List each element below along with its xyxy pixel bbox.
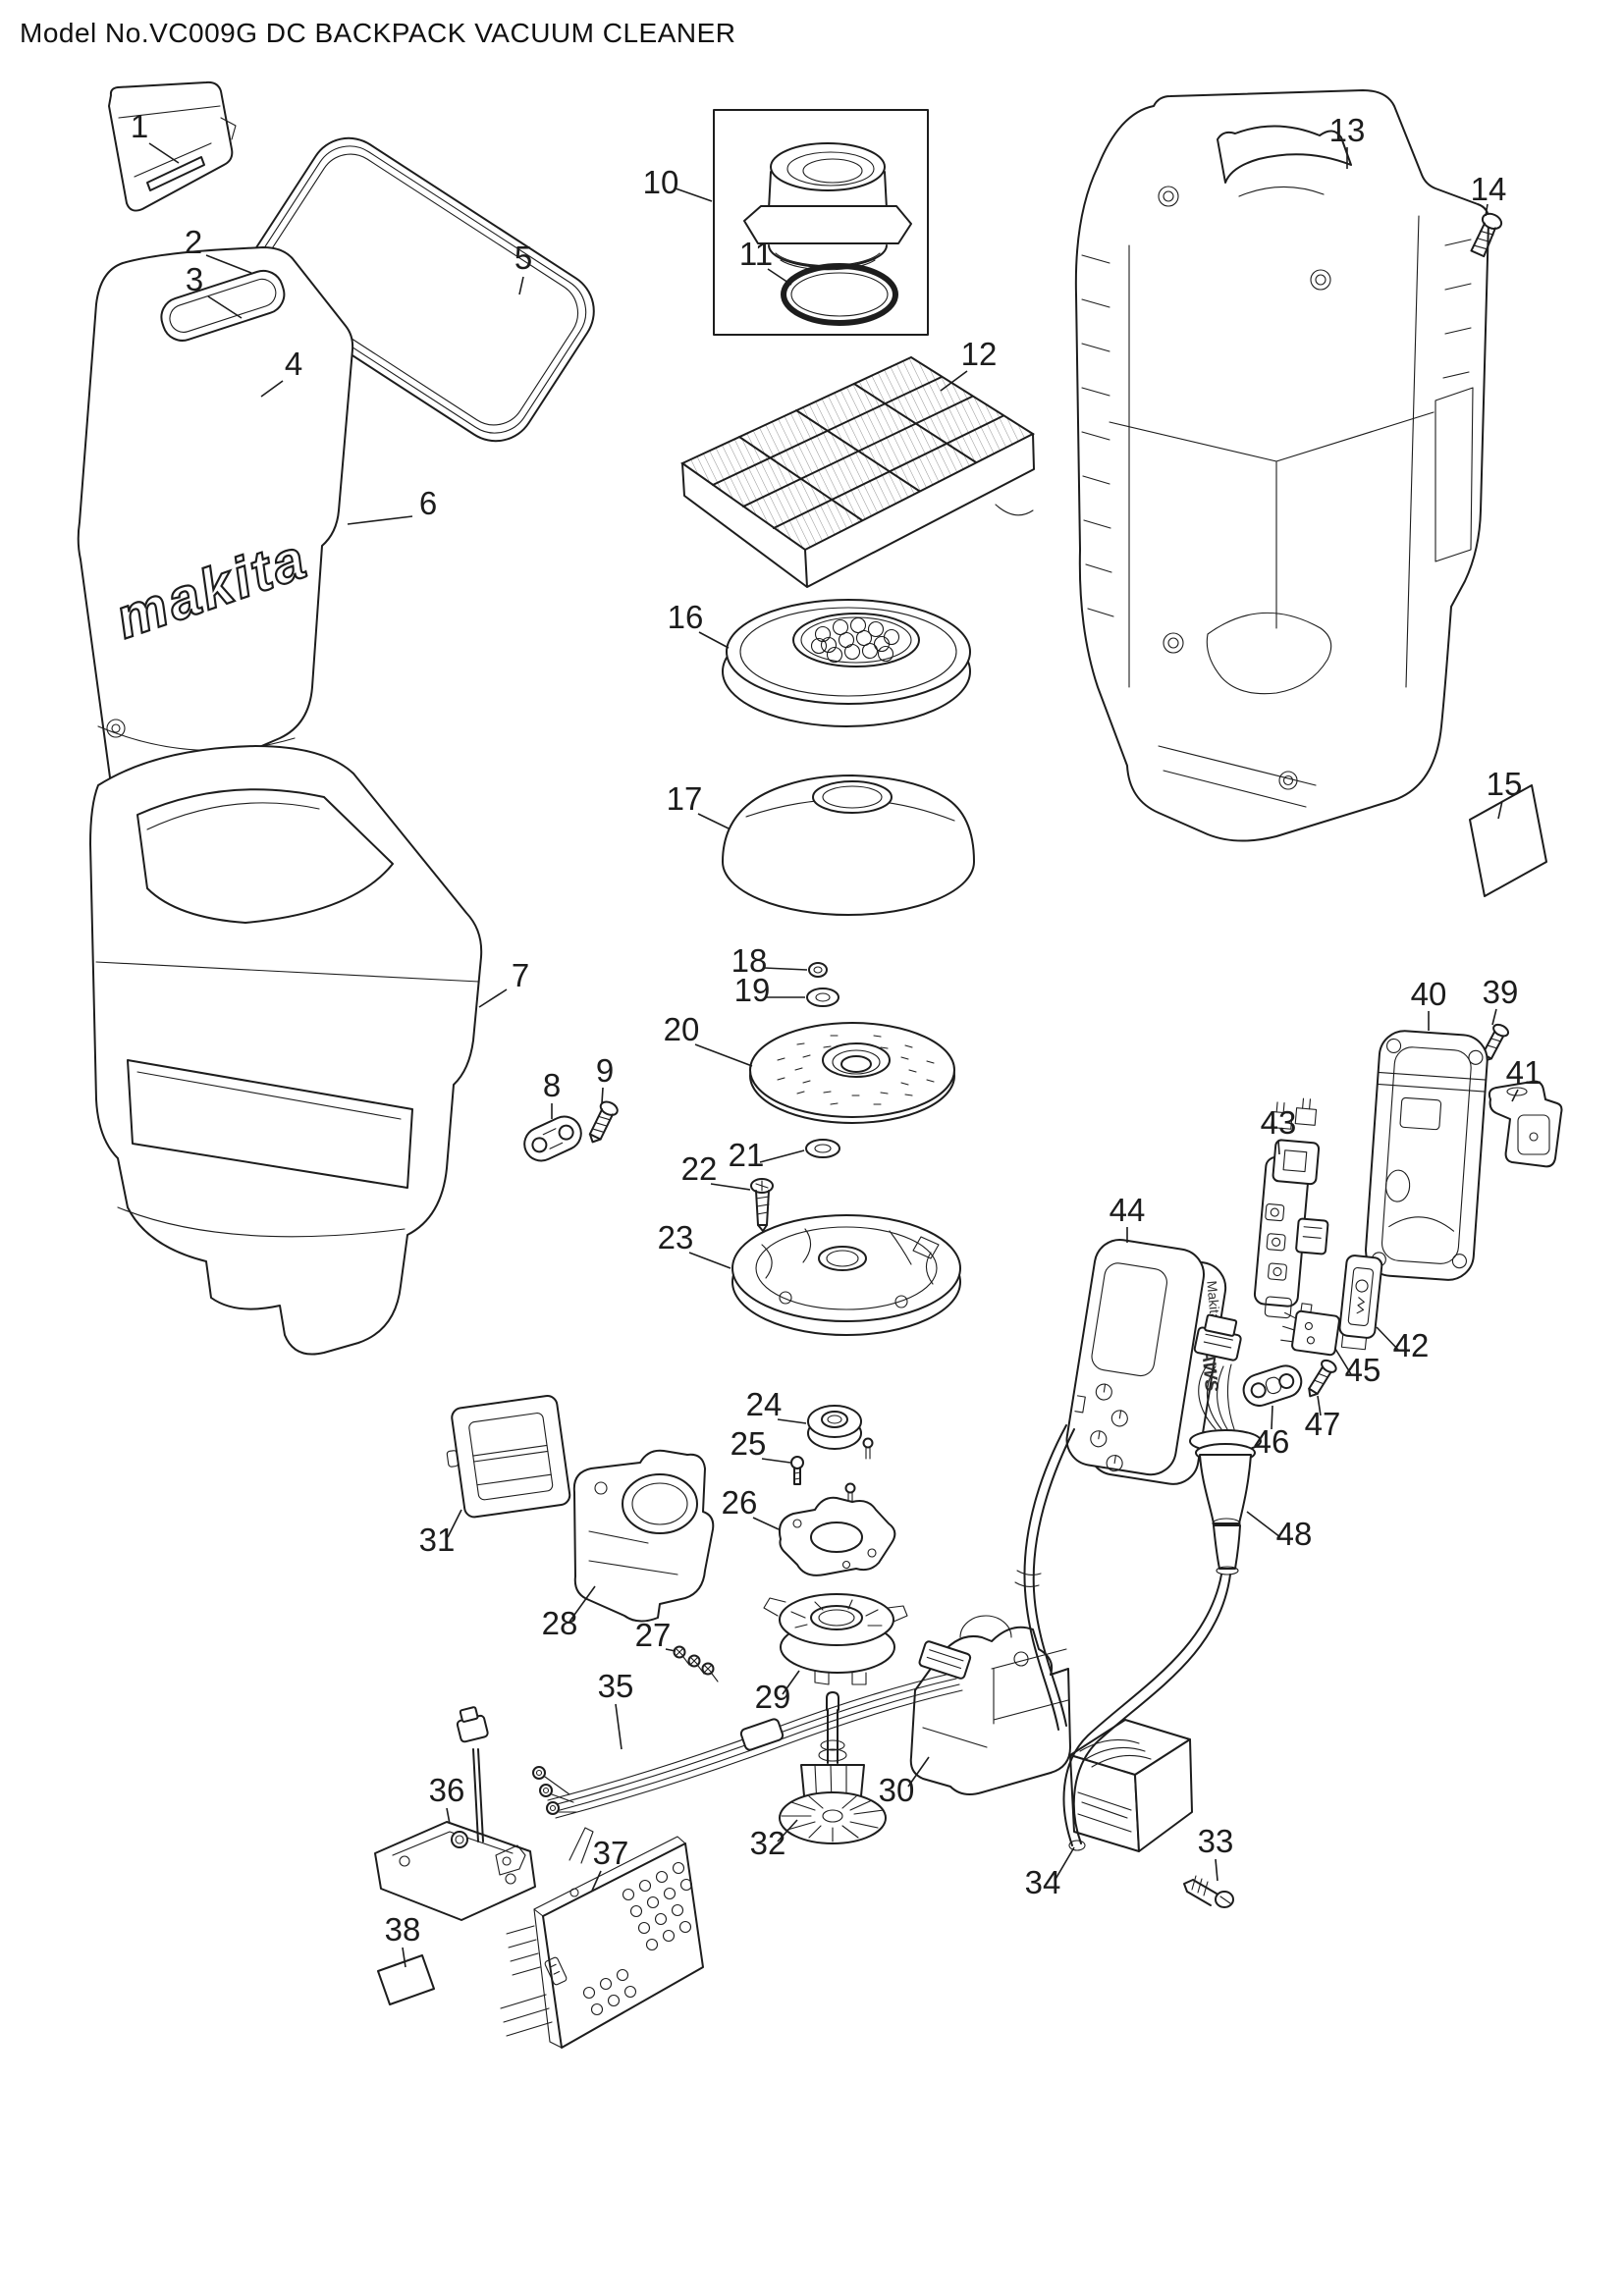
- part-24-label: 24: [746, 1386, 783, 1422]
- part-20-drawing: [749, 1022, 955, 1124]
- part-36-drawing: [374, 1706, 536, 1921]
- part-25-label: 25: [731, 1425, 767, 1462]
- part-6-label: 6: [419, 485, 437, 521]
- part-11-drawing: [781, 263, 898, 326]
- part-8-label: 8: [543, 1067, 561, 1103]
- part-26-drawing: [778, 1496, 896, 1576]
- part-7-drawing: [89, 745, 483, 1356]
- part-45-drawing: [1280, 1303, 1340, 1357]
- part-21-label: 21: [729, 1137, 765, 1173]
- part-3-label: 3: [186, 261, 203, 297]
- part-11-label: 11: [739, 236, 773, 272]
- part-47-label: 47: [1305, 1406, 1341, 1442]
- leader-lines: [148, 142, 1519, 1968]
- part-28-drawing: [572, 1449, 715, 1623]
- part-44-drawing: Makita AWS: [1065, 1239, 1227, 1485]
- part-42-drawing: [1338, 1255, 1383, 1351]
- part-10-drawing: [743, 142, 912, 271]
- part-15-drawing: [1469, 784, 1547, 897]
- remote-makita-logo: Makita: [1204, 1280, 1223, 1322]
- page-title: Model No.VC009G DC BACKPACK VACUUM CLEAN…: [20, 18, 736, 48]
- part-48-drawing: [1014, 1313, 1262, 1851]
- part-28-label: 28: [542, 1605, 578, 1641]
- part-25-drawing: [790, 1437, 874, 1505]
- part-39-label: 39: [1483, 974, 1519, 1010]
- part-12-label: 12: [961, 336, 998, 372]
- part-9-drawing: [588, 1100, 619, 1144]
- part-37-label: 37: [593, 1835, 629, 1871]
- part-35-drawing: [532, 1640, 972, 1819]
- part-7-label: 7: [512, 957, 529, 993]
- part-44-label: 44: [1110, 1192, 1146, 1228]
- part-29-drawing: [763, 1593, 908, 1685]
- part-48-label: 48: [1276, 1516, 1313, 1552]
- part-27-drawing: [673, 1645, 719, 1682]
- part-19-label: 19: [734, 972, 771, 1008]
- part-34-label: 34: [1025, 1864, 1061, 1900]
- part-23-label: 23: [658, 1219, 694, 1255]
- part-33-label: 33: [1198, 1823, 1234, 1859]
- part-30-label: 30: [879, 1772, 915, 1808]
- part-24-drawing: [807, 1405, 862, 1450]
- part-35-label: 35: [598, 1668, 634, 1704]
- part-31-drawing: [446, 1395, 571, 1519]
- part-16-label: 16: [668, 599, 704, 635]
- part-18-drawing: [808, 962, 828, 978]
- part-2-label: 2: [185, 224, 202, 260]
- part-40-label: 40: [1411, 976, 1447, 1012]
- part-32-drawing: [779, 1691, 887, 1844]
- part-4-label: 4: [285, 346, 302, 382]
- part-22-drawing: [750, 1178, 774, 1232]
- part-38-label: 38: [385, 1911, 421, 1948]
- part-41-label: 41: [1506, 1054, 1543, 1091]
- part-43-label: 43: [1261, 1104, 1297, 1141]
- part-17-label: 17: [667, 780, 703, 817]
- part-1-drawing: [108, 80, 237, 212]
- part-47-drawing: [1308, 1359, 1337, 1398]
- part-46-label: 46: [1254, 1423, 1290, 1460]
- part-27-label: 27: [635, 1617, 672, 1653]
- part-12-drawing: [680, 355, 1036, 588]
- part-14-drawing: [1470, 212, 1503, 258]
- part-1-label: 1: [131, 108, 148, 144]
- detail-box: [713, 109, 929, 336]
- part-45-label: 45: [1345, 1352, 1381, 1388]
- part-42-label: 42: [1393, 1327, 1430, 1363]
- part-5-label: 5: [514, 240, 532, 276]
- part-6-drawing: makita: [77, 246, 354, 796]
- part-15-label: 15: [1487, 766, 1523, 802]
- part-33-drawing: [1183, 1875, 1234, 1908]
- part-46-drawing: [1242, 1364, 1303, 1408]
- part-43-drawing: [1253, 1097, 1329, 1319]
- part-17-drawing: [722, 774, 975, 916]
- part-5-drawing: [249, 136, 595, 443]
- part-21-drawing: [805, 1139, 840, 1158]
- part-20-label: 20: [664, 1011, 700, 1047]
- part-40-drawing: [1365, 1030, 1489, 1281]
- part-26-label: 26: [722, 1484, 758, 1521]
- part-23-drawing: [731, 1214, 961, 1336]
- part-32-label: 32: [750, 1825, 786, 1861]
- part-18-label: 18: [731, 942, 768, 979]
- part-13-drawing: [1074, 89, 1490, 842]
- part-29-label: 29: [755, 1679, 791, 1715]
- part-16-drawing: [722, 599, 971, 727]
- part-38-drawing: [377, 1954, 435, 2005]
- part-number-labels: 1 2 3 4 5 6 7 8 9 10 11 12 13 14 15 16 1…: [131, 108, 1543, 1948]
- part-34-drawing: [1069, 1719, 1193, 1852]
- part-8-drawing: [523, 1115, 582, 1162]
- part-37-drawing: [495, 1827, 704, 2049]
- part-13-label: 13: [1329, 112, 1366, 148]
- part-10-label: 10: [643, 164, 679, 200]
- part-31-label: 31: [419, 1522, 456, 1558]
- part-19-drawing: [806, 988, 839, 1007]
- part-36-label: 36: [429, 1772, 465, 1808]
- part-9-label: 9: [596, 1052, 614, 1089]
- part-22-label: 22: [681, 1150, 718, 1187]
- part-14-label: 14: [1471, 171, 1507, 207]
- part-41-drawing: [1488, 1080, 1563, 1168]
